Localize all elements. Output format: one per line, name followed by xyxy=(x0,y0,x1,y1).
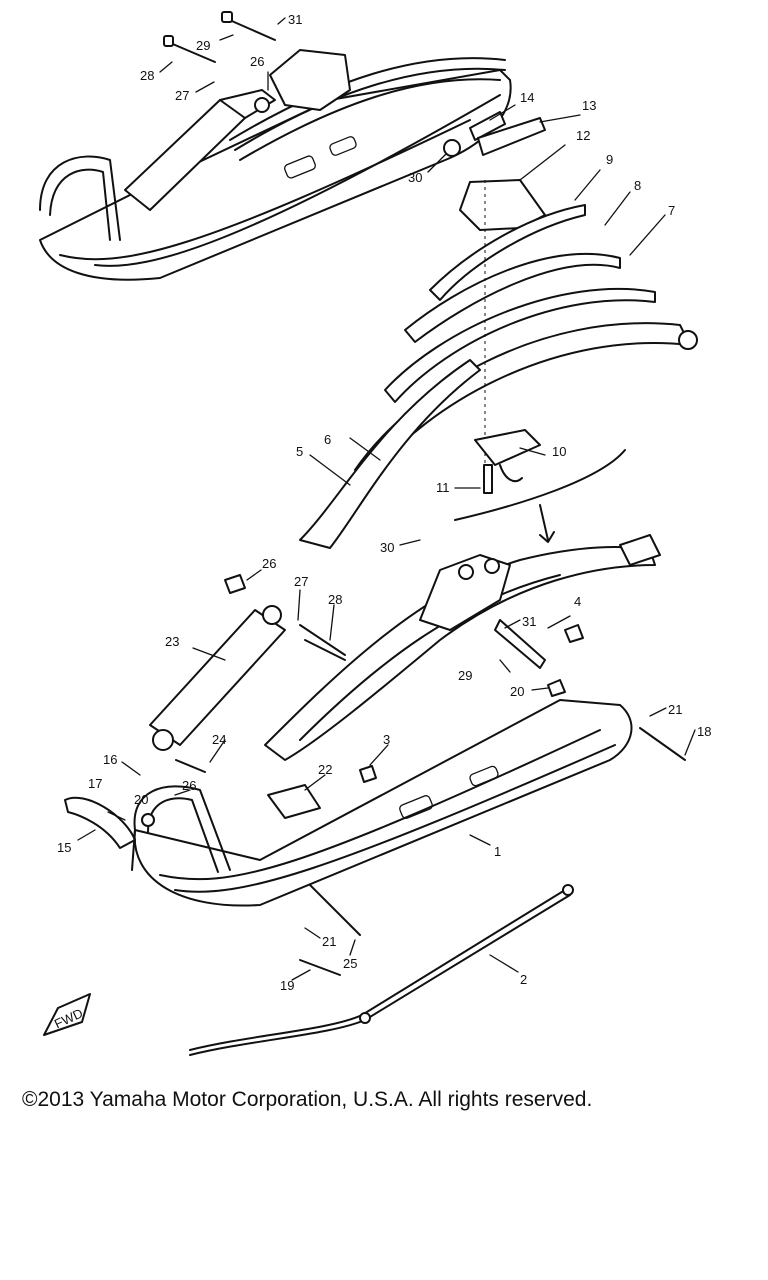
fwd-arrow: FWD xyxy=(43,993,91,1036)
callout-23: 23 xyxy=(165,634,179,649)
assembled-spring-lower xyxy=(264,534,661,761)
callout-26-b: 26 xyxy=(182,778,196,793)
callout-14-top: 14 xyxy=(520,90,534,105)
callout-10: 10 xyxy=(552,444,566,459)
callout-1: 1 xyxy=(494,844,501,859)
assembly-arrow xyxy=(539,504,555,543)
shock-absorber-lower xyxy=(149,605,286,751)
exploded-parts-diagram: FWD xyxy=(39,11,711,1056)
assembled-ski-top-view xyxy=(39,49,512,281)
callout-22: 22 xyxy=(318,762,332,777)
callout-11: 11 xyxy=(436,480,450,495)
callout-15: 15 xyxy=(57,840,71,855)
ski-bottom-view xyxy=(133,699,633,907)
callout-4: 4 xyxy=(574,594,581,609)
callout-19: 19 xyxy=(280,978,294,993)
callout-29: 29 xyxy=(458,668,472,683)
tie-rod xyxy=(189,894,571,1056)
callout-9: 9 xyxy=(606,152,613,167)
callout-28: 28 xyxy=(328,592,342,607)
callout-labels: 31 29 28 26 27 14 13 30 12 9 8 7 10 11 6… xyxy=(57,12,711,993)
callout-21-a: 21 xyxy=(668,702,682,717)
callout-31-top: 31 xyxy=(288,12,302,27)
callout-2: 2 xyxy=(520,972,527,987)
callout-leaders xyxy=(77,17,696,981)
callout-30-top: 30 xyxy=(408,170,422,185)
callout-6: 6 xyxy=(324,432,331,447)
callout-5: 5 xyxy=(296,444,303,459)
callout-7: 7 xyxy=(668,203,675,218)
callout-27: 27 xyxy=(294,574,308,589)
callout-13-top: 13 xyxy=(582,98,596,113)
callout-25: 25 xyxy=(343,956,357,971)
callout-29-top: 29 xyxy=(196,38,210,53)
callout-12: 12 xyxy=(576,128,590,143)
callout-20-b: 20 xyxy=(134,792,148,807)
leaf-spring-stack xyxy=(299,179,698,549)
callout-31: 31 xyxy=(522,614,536,629)
lower-loose-parts xyxy=(64,574,686,976)
callout-3: 3 xyxy=(383,732,390,747)
callout-18: 18 xyxy=(697,724,711,739)
callout-26-top: 26 xyxy=(250,54,264,69)
callout-28-top: 28 xyxy=(140,68,154,83)
callout-8: 8 xyxy=(634,178,641,193)
callout-17: 17 xyxy=(88,776,102,791)
callout-27-top: 27 xyxy=(175,88,189,103)
section-divider xyxy=(454,449,626,521)
callout-24: 24 xyxy=(212,732,226,747)
callout-21-b: 21 xyxy=(322,934,336,949)
callout-20-a: 20 xyxy=(510,684,524,699)
callout-30: 30 xyxy=(380,540,394,555)
callout-26-a: 26 xyxy=(262,556,276,571)
callout-16: 16 xyxy=(103,752,117,767)
copyright-notice: ©2013 Yamaha Motor Corporation, U.S.A. A… xyxy=(22,1088,593,1111)
top-loose-parts xyxy=(163,11,546,157)
